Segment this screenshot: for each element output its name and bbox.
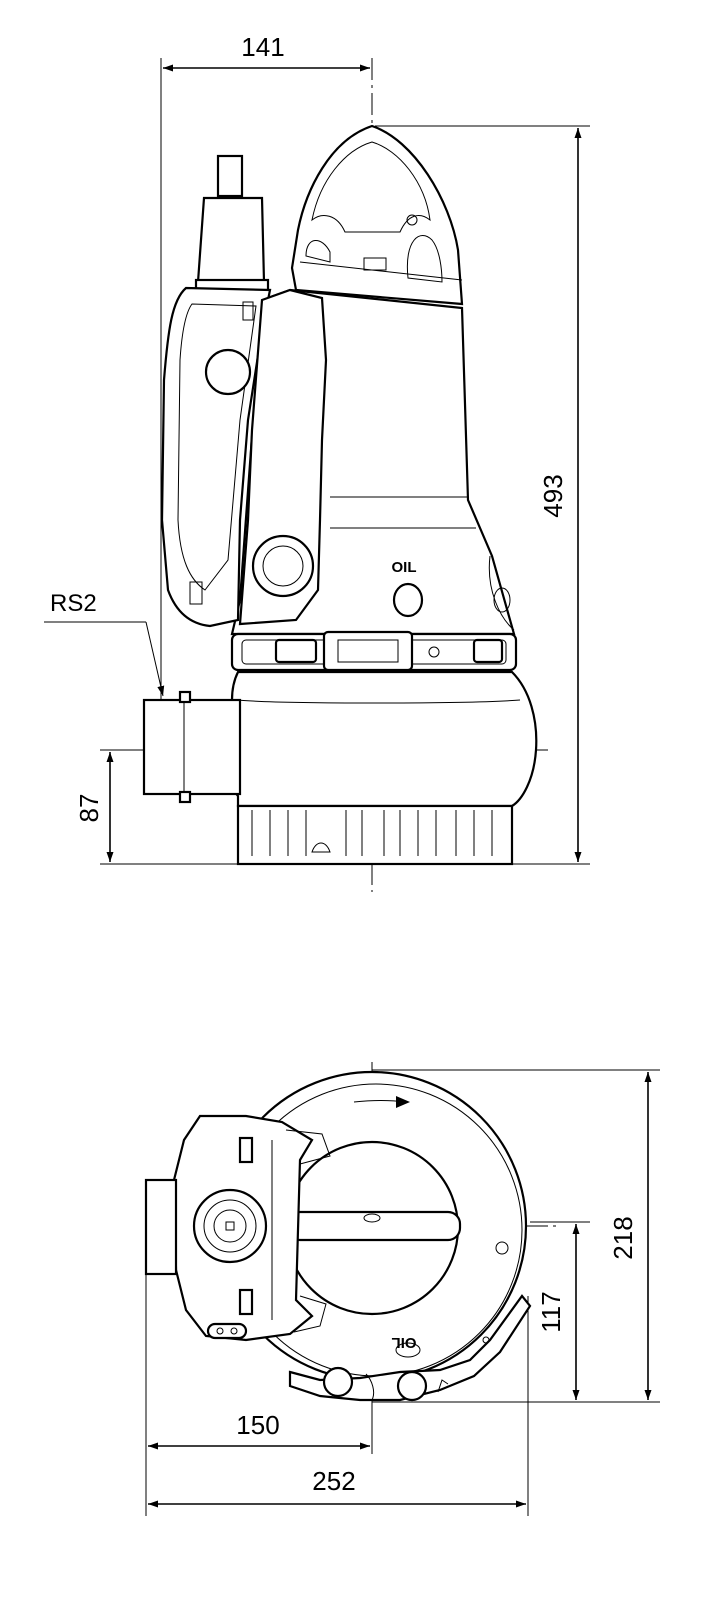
- leader-line-arrow: [145, 621, 165, 697]
- bracket-ear-lower: [293, 1295, 327, 1333]
- oil-plug: [392, 582, 424, 618]
- handle-slot-left: [305, 240, 331, 263]
- outlet-top-view: [144, 1178, 178, 1276]
- bracket-ear-upper: [285, 1129, 331, 1165]
- bracket-bolt-upper: [238, 1136, 254, 1164]
- outlet-lug-bottom: [178, 790, 192, 804]
- handle-opening: [311, 141, 431, 233]
- dimension-label-141: 141: [241, 32, 284, 62]
- dimension-label-87: 87: [74, 794, 104, 823]
- oil-marking-top: OIL: [392, 1334, 417, 1351]
- clamp-screw: [428, 646, 440, 658]
- oil-plug-top: [395, 1342, 421, 1358]
- dimension-label-150: 150: [236, 1410, 279, 1440]
- float-clip-hole: [216, 1327, 224, 1335]
- side-plug: [493, 587, 511, 613]
- side-plug-top: [495, 1241, 509, 1255]
- dimension-label-493: 493: [538, 474, 568, 517]
- lower-bolt-inner: [262, 545, 304, 587]
- bracket-plate: [238, 288, 328, 626]
- clamp-lock: [322, 630, 414, 672]
- handle-band: [299, 261, 463, 281]
- outlet-pipe: [142, 690, 242, 804]
- outlet-body: [142, 698, 242, 796]
- lower-bolt-outer: [251, 534, 315, 598]
- cable-gland: [194, 154, 270, 294]
- float-clip-hole: [230, 1327, 238, 1335]
- lifting-handle: [290, 124, 464, 306]
- float-switch-bracket: [160, 286, 328, 628]
- clamp-knob-right: [396, 1370, 428, 1402]
- dimension-label-252: 252: [312, 1466, 355, 1496]
- housing-edge-detail: [488, 555, 515, 631]
- rotation-arrow-head: [396, 1096, 410, 1108]
- dimension-label-218: 218: [608, 1216, 638, 1259]
- volute-seam: [237, 699, 521, 704]
- cable-gland-inner: [213, 1209, 247, 1243]
- handle-outer: [290, 124, 464, 306]
- cable-core: [225, 1221, 235, 1231]
- bracket-bolt-lower: [238, 1288, 254, 1316]
- dimension-label-117: 117: [536, 1291, 566, 1332]
- clamp-ring: [230, 630, 518, 672]
- clamp-latch-left: [274, 638, 318, 664]
- handle-slot-right: [406, 235, 443, 283]
- dimension-117: 117: [530, 1221, 590, 1400]
- dimension-141: 141: [160, 32, 370, 710]
- strainer-body: [236, 804, 514, 866]
- handle-hole: [406, 214, 418, 226]
- gland-body: [196, 196, 266, 284]
- rotation-arrow-icon: [353, 1096, 410, 1108]
- outlet-callout: RS2: [44, 590, 165, 697]
- outlet-lug-top: [178, 690, 192, 704]
- handle-bar-top: [286, 1210, 462, 1242]
- handle-clip: [363, 257, 387, 271]
- clamp-lock-inner: [337, 639, 399, 663]
- dimension-252: 252: [148, 1296, 529, 1516]
- upper-bolt-head: [204, 348, 252, 396]
- dimension-218: 218: [372, 1069, 660, 1403]
- float-clip-top: [206, 1322, 248, 1340]
- clamp-latch-right: [472, 638, 504, 664]
- outlet-label-rs2: RS2: [50, 590, 97, 617]
- bracket-clip: [242, 301, 254, 321]
- clamp-tab: [437, 1379, 449, 1393]
- clamp-top-view: [288, 1294, 532, 1402]
- bracket-top-view: [172, 1114, 331, 1342]
- oil-marking: OIL: [392, 559, 417, 576]
- clamp-hinge: [365, 1373, 375, 1401]
- pump-volute: [230, 670, 538, 808]
- side-view: 141 493 87 RS2: [44, 32, 590, 892]
- cable-end: [216, 154, 244, 198]
- handle-center-mark: [363, 1213, 381, 1223]
- dimension-150: 150: [145, 1270, 373, 1516]
- cable-gland-ring: [203, 1199, 257, 1253]
- float-switch-inner: [177, 303, 257, 591]
- strainer-foot: [311, 842, 331, 853]
- float-clip: [189, 581, 203, 605]
- dimension-493: 493: [100, 125, 590, 865]
- clamp-band-top: [288, 1294, 532, 1402]
- strainer-base: [236, 804, 514, 866]
- cable-gland-outer: [192, 1188, 268, 1264]
- clamp-knob-left: [322, 1366, 354, 1398]
- top-view: 218 117 150 252: [144, 1062, 660, 1516]
